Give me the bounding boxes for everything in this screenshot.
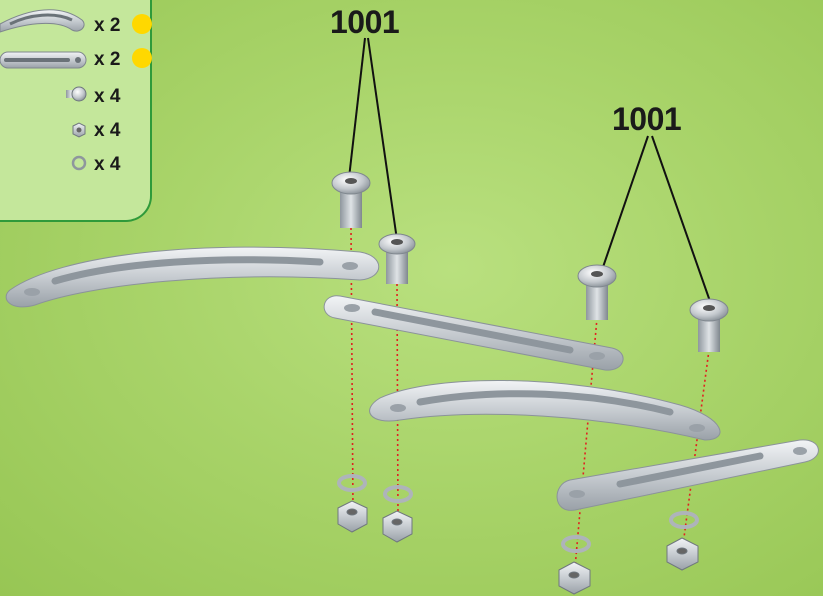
leader-line: [348, 37, 366, 179]
part-number-label: 1001: [330, 4, 400, 40]
curved-strip-icon: [0, 9, 85, 33]
color-marker-dot: [132, 14, 152, 34]
quantity-label: x 4: [94, 154, 121, 175]
washers: [337, 474, 699, 553]
bolt: [689, 298, 729, 352]
callout-leaders: [348, 37, 713, 308]
nut: [382, 510, 413, 543]
leader-line: [601, 135, 649, 271]
washer-icon: [71, 155, 87, 171]
washer: [337, 474, 367, 492]
bolt: [577, 264, 617, 320]
slotted-strip: [323, 295, 624, 371]
parts-list-panel: x 2 x 2 x 4 x 4 x 4: [0, 0, 152, 222]
nut: [337, 500, 368, 533]
slotted-strip-icon: [0, 51, 87, 69]
bolt-icon: [66, 86, 87, 102]
guide-line: [350, 227, 354, 511]
color-marker-dot: [132, 48, 152, 68]
nut-icon: [72, 122, 86, 138]
washer: [383, 485, 413, 503]
nut: [558, 561, 591, 595]
nuts: [337, 500, 699, 595]
slotted-strip: [556, 439, 819, 511]
leader-line: [651, 135, 713, 308]
curved-strip: [369, 380, 721, 441]
washer: [561, 535, 591, 553]
quantity-label: x 2: [94, 49, 121, 70]
washer: [669, 511, 699, 529]
quantity-label: x 2: [94, 15, 121, 36]
leader-line: [367, 37, 398, 241]
curved-strip: [5, 246, 380, 308]
part-number-label: 1001: [612, 101, 682, 137]
guide-line: [396, 283, 399, 519]
quantity-label: x 4: [94, 86, 121, 107]
bolt: [378, 233, 416, 284]
nut: [666, 537, 699, 571]
bolt: [331, 171, 371, 228]
quantity-label: x 4: [94, 120, 121, 141]
